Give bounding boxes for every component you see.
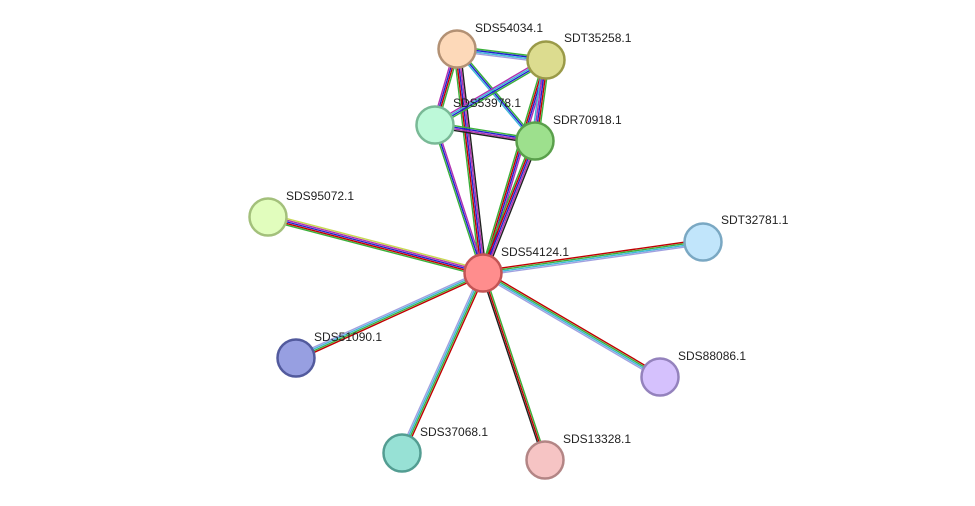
node-SDT32781.1[interactable]: SDT32781.1 <box>683 213 789 262</box>
edge-evidence-line <box>456 48 536 142</box>
edge-evidence-line <box>485 141 539 275</box>
edge-evidence-line <box>267 217 483 276</box>
edge-evidence-line <box>400 272 483 453</box>
node-circle[interactable] <box>382 433 422 473</box>
edge-SDT35258.1-SDS53978.1[interactable] <box>433 57 548 128</box>
edge-evidence-line <box>483 271 661 377</box>
edge-SDS54034.1-SDR70918.1[interactable] <box>455 47 537 143</box>
node-label: SDS54034.1 <box>475 21 543 35</box>
node-SDS95072.1[interactable]: SDS95072.1 <box>248 189 355 237</box>
node-label: SDS88086.1 <box>678 349 746 363</box>
edge-evidence-line <box>403 273 486 455</box>
node-circle[interactable] <box>525 440 565 480</box>
node-label: SDS37068.1 <box>420 425 488 439</box>
edge-evidence-line <box>435 124 486 273</box>
edge-SDS54124.1-SDS13328.1[interactable] <box>480 272 548 461</box>
node-circle[interactable] <box>276 338 316 378</box>
edge-evidence-line <box>483 242 704 275</box>
edge-evidence-line <box>455 49 535 143</box>
edge-evidence-line <box>454 49 483 274</box>
node-SDS53978.1[interactable]: SDS53978.1 <box>415 96 522 145</box>
edge-evidence-line <box>481 274 660 380</box>
edge-evidence-line <box>480 59 545 273</box>
edge-evidence-line <box>296 273 484 360</box>
edge-evidence-line <box>435 60 547 127</box>
node-label: SDS54124.1 <box>501 245 569 259</box>
node-label: SDS51090.1 <box>314 330 382 344</box>
edge-evidence-line <box>481 59 546 273</box>
node-label: SDT35258.1 <box>564 31 632 45</box>
node-label: SDS95072.1 <box>286 189 354 203</box>
node-circle[interactable] <box>526 40 566 80</box>
node-SDS51090.1[interactable]: SDS51090.1 <box>276 330 383 378</box>
edge-evidence-line <box>457 47 537 141</box>
edge-evidence-line <box>268 214 484 273</box>
edge-evidence-line <box>267 216 484 274</box>
edge-evidence-line <box>456 48 484 274</box>
edge-evidence-line <box>402 273 485 454</box>
edge-SDS54124.1-SDT32781.1[interactable] <box>482 238 704 277</box>
edge-evidence-line <box>482 272 546 461</box>
edge-SDS54124.1-SDS51090.1[interactable] <box>294 270 485 361</box>
edge-SDS54124.1-SDR70918.1[interactable] <box>479 139 539 275</box>
node-circle[interactable] <box>248 197 288 237</box>
node-circle[interactable] <box>437 29 477 69</box>
node-label: SDT32781.1 <box>721 213 789 227</box>
edge-evidence-line <box>479 139 533 273</box>
edge-evidence-line <box>453 49 481 274</box>
edge-SDS54124.1-SDS88086.1[interactable] <box>481 270 662 380</box>
edge-evidence-line <box>459 48 487 273</box>
edge-evidence-line <box>267 219 483 277</box>
edge-evidence-line <box>295 271 483 358</box>
node-circle[interactable] <box>683 222 723 262</box>
node-SDS54034.1[interactable]: SDS54034.1 <box>437 21 544 69</box>
node-circle[interactable] <box>415 105 455 145</box>
node-SDS54124.1[interactable]: SDS54124.1 <box>463 245 570 293</box>
node-label: SDS13328.1 <box>563 432 631 446</box>
edge-evidence-line <box>482 240 703 273</box>
node-circle[interactable] <box>515 121 555 161</box>
edge-evidence-line <box>482 273 660 379</box>
node-label: SDR70918.1 <box>553 113 622 127</box>
edge-evidence-line <box>296 274 485 361</box>
node-circle[interactable] <box>463 253 503 293</box>
edge-evidence-line <box>480 273 545 461</box>
edge-evidence-line <box>433 57 546 124</box>
edge-evidence-line <box>482 238 703 272</box>
edge-evidence-line <box>435 61 548 128</box>
edge-evidence-line <box>399 271 482 453</box>
node-circle[interactable] <box>640 357 680 397</box>
edge-evidence-line <box>483 60 548 274</box>
edge-evidence-line <box>434 58 546 125</box>
node-SDS88086.1[interactable]: SDS88086.1 <box>640 349 747 397</box>
node-SDS13328.1[interactable]: SDS13328.1 <box>525 432 632 480</box>
edge-SDS54124.1-SDS54034.1[interactable] <box>453 48 487 274</box>
edge-SDS54124.1-SDS95072.1[interactable] <box>267 213 484 277</box>
edge-evidence-line <box>482 140 536 274</box>
edge-evidence-line <box>483 141 538 274</box>
edge-evidence-line <box>483 270 662 376</box>
edge-SDS54124.1-SDS37068.1[interactable] <box>399 271 486 455</box>
edge-evidence-line <box>432 125 483 274</box>
edge-evidence-line <box>457 48 486 273</box>
node-label: SDS53978.1 <box>453 96 521 110</box>
edge-evidence-line <box>483 243 704 277</box>
edge-evidence-line <box>480 140 535 273</box>
edge-SDS54124.1-SDS53978.1[interactable] <box>432 124 486 274</box>
node-SDS37068.1[interactable]: SDS37068.1 <box>382 425 489 473</box>
node-SDT35258.1[interactable]: SDT35258.1 <box>526 31 632 80</box>
node-SDR70918.1[interactable]: SDR70918.1 <box>515 113 623 161</box>
node-layer: SDS54124.1 SDS54034.1SDT35258.1SDS53978.1… <box>248 21 789 480</box>
edge-evidence-line <box>268 213 484 271</box>
edge-evidence-line <box>434 124 484 274</box>
edge-evidence-line <box>483 272 548 460</box>
edge-evidence-line <box>294 270 483 357</box>
